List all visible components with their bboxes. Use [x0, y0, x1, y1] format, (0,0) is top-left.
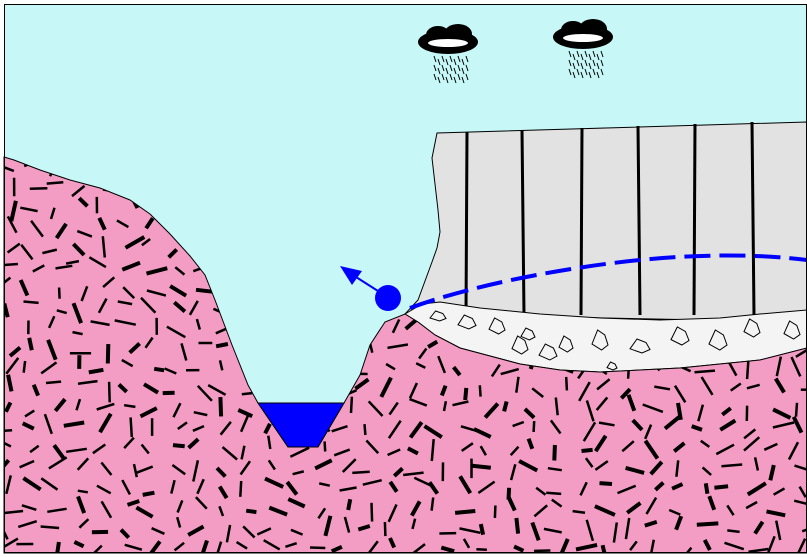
bedrock-streak [246, 511, 256, 512]
bedrock-streak [721, 465, 742, 467]
bedrock-streak [220, 397, 221, 416]
bedrock-streak [465, 388, 466, 400]
bedrock-streak [546, 493, 561, 494]
bedrock-streak [504, 402, 507, 412]
limestone-joint [752, 122, 754, 315]
bedrock-streak [554, 445, 555, 461]
bedrock-streak [697, 523, 719, 524]
bedrock-streak [534, 421, 535, 432]
bedrock-streak [242, 393, 252, 394]
bedrock-streak [108, 344, 109, 363]
bedrock-streak [481, 524, 483, 535]
bedrock-streak [24, 361, 25, 373]
bedrock-streak [573, 511, 585, 513]
bedrock-streak [173, 445, 185, 446]
limestone-joint [522, 130, 524, 315]
bedrock-streak [747, 360, 748, 379]
bedrock-streak [109, 382, 110, 403]
bedrock-streak [714, 486, 728, 487]
bedrock-streak [706, 483, 708, 493]
bedrock-streak [365, 424, 366, 435]
bedrock-streak [41, 527, 60, 529]
limestone-joint [466, 132, 467, 315]
spring-outlet [375, 285, 401, 311]
bedrock-streak [240, 481, 241, 497]
bedrock-streak [78, 491, 88, 493]
bedrock-streak [476, 549, 487, 550]
bedrock-streak [600, 483, 613, 484]
bedrock-streak [29, 338, 32, 350]
bedrock-streak [4, 264, 18, 265]
bedrock-streak [516, 518, 518, 534]
bedrock-streak [372, 503, 373, 522]
bedrock-streak [47, 182, 64, 183]
bedrock-streak [348, 499, 350, 510]
bedrock-streak [727, 530, 739, 532]
limestone-joint [694, 124, 695, 315]
bedrock-streak [695, 371, 716, 373]
bedrock-streak [432, 498, 434, 511]
bedrock-streak [310, 548, 325, 549]
bedrock-streak [472, 466, 491, 468]
bedrock-streak [566, 377, 567, 391]
bedrock-streak [796, 403, 797, 417]
bedrock-streak [131, 417, 132, 437]
bedrock-streak [582, 450, 593, 451]
bedrock-streak [89, 370, 104, 373]
bedrock-streak [24, 302, 39, 303]
bedrock-streak [46, 382, 61, 383]
bedrock-streak [154, 369, 164, 371]
bedrock-streak [216, 344, 228, 346]
bedrock-streak [124, 405, 135, 407]
bedrock-streak [352, 472, 369, 473]
bedrock-streak [59, 288, 60, 299]
bedrock-streak [196, 290, 214, 292]
bedrock-streak [495, 506, 496, 518]
bedrock-streak [325, 441, 326, 451]
bedrock-streak [30, 188, 48, 189]
limestone-joint [581, 128, 582, 315]
bedrock-streak [143, 493, 155, 495]
bedrock-streak [480, 385, 481, 396]
bedrock-streak [0, 430, 12, 431]
limestone-joint [638, 126, 640, 315]
bedrock-streak [351, 397, 352, 413]
bedrock-streak [385, 522, 386, 536]
bedrock-streak [455, 511, 475, 513]
